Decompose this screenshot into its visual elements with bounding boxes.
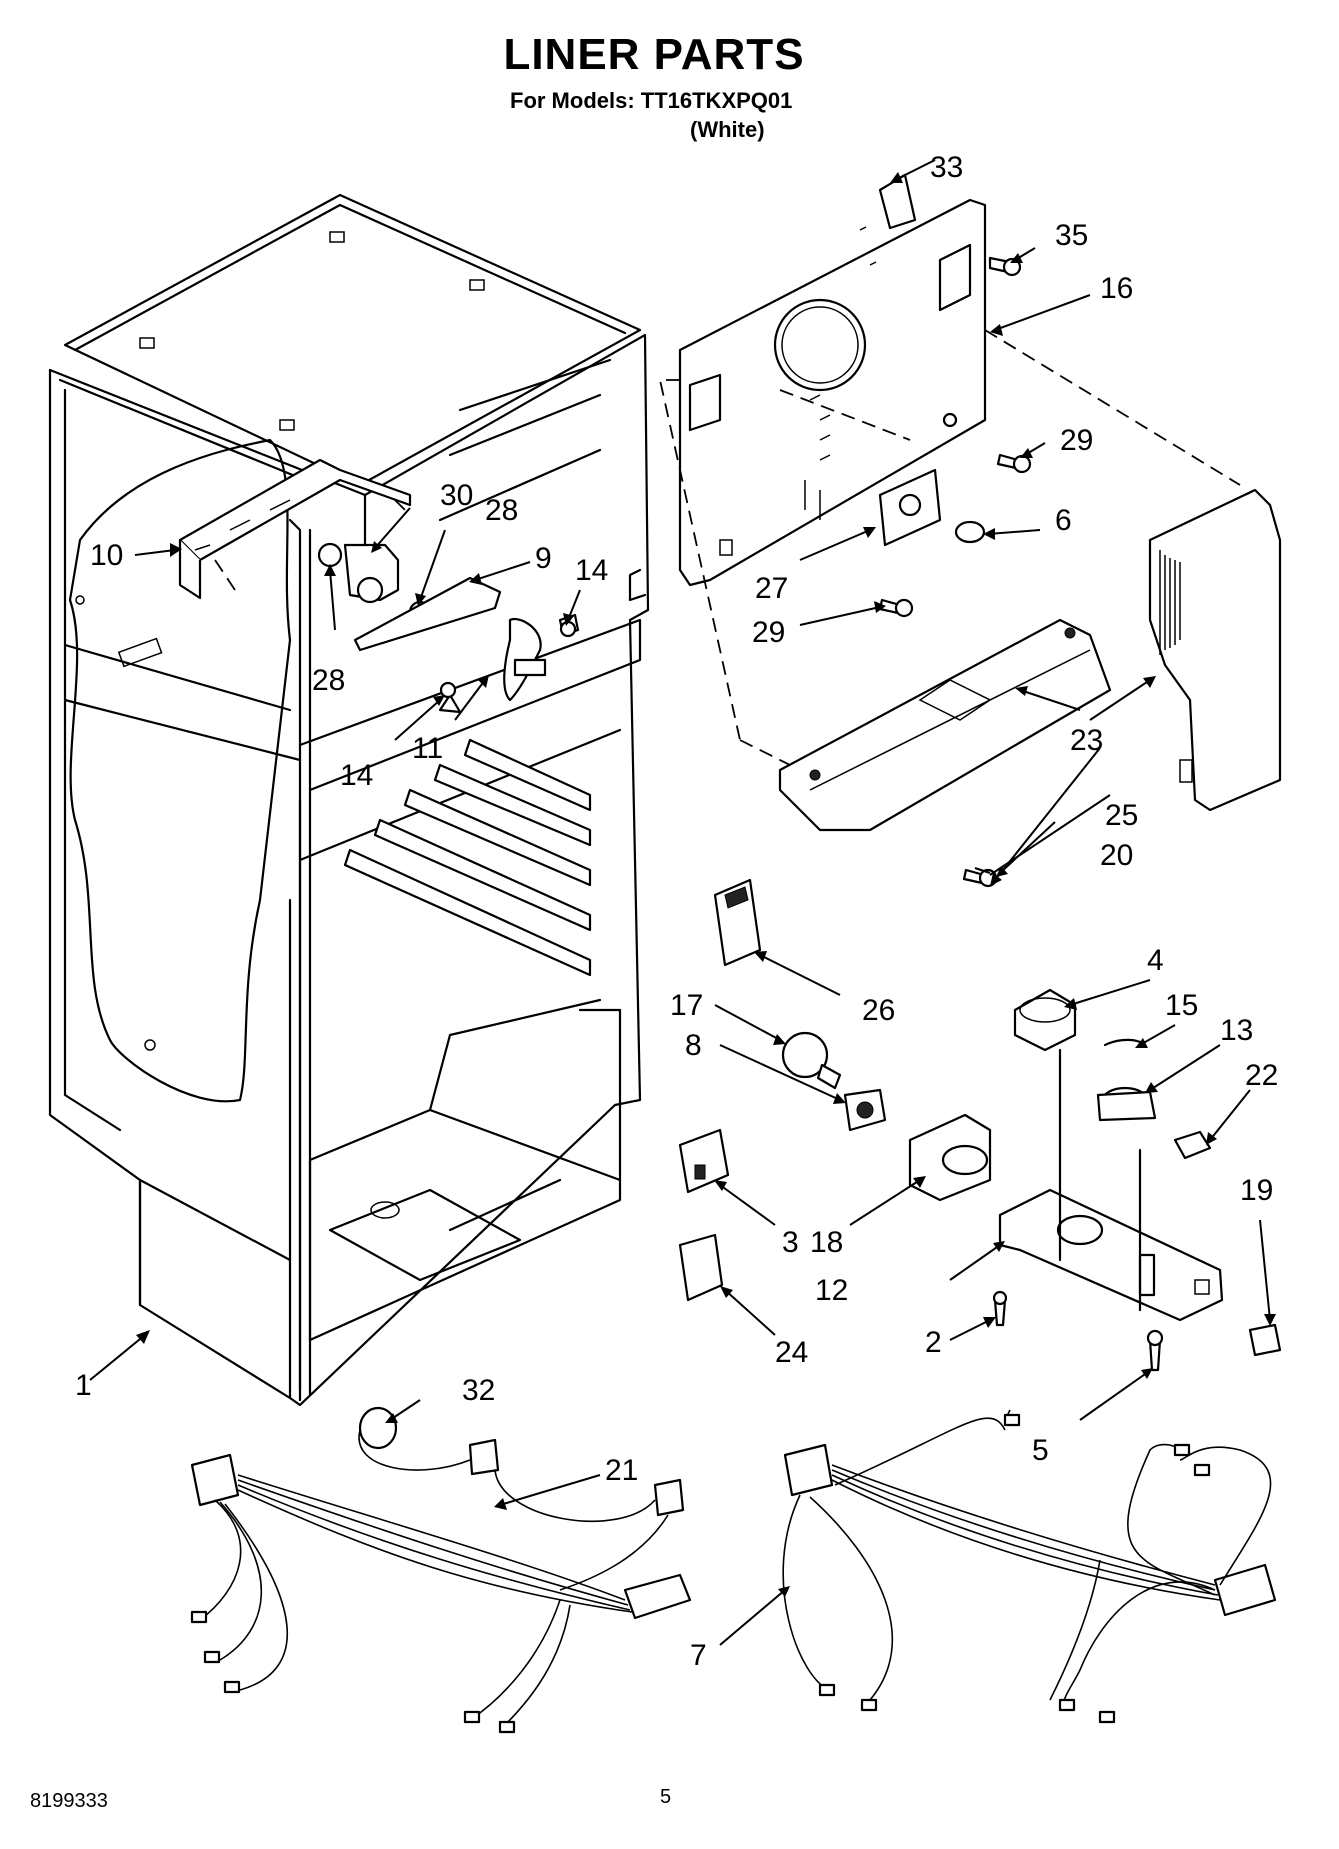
callout-10: 10 [90, 539, 123, 572]
callout-9: 9 [535, 542, 552, 575]
callout-26: 26 [862, 994, 895, 1027]
callout-25: 25 [1105, 799, 1138, 832]
callout-24: 24 [775, 1336, 808, 1369]
wire-harness-left [190, 1406, 692, 1734]
callout-28b: 28 [312, 664, 345, 697]
liner-cabinet [48, 193, 650, 1407]
callout-14b: 14 [340, 759, 373, 792]
callout-35: 35 [1055, 219, 1088, 252]
callout-15: 15 [1165, 989, 1198, 1022]
callout-33: 33 [930, 151, 963, 184]
wire-harness-right [782, 1409, 1277, 1724]
callout-5: 5 [1032, 1434, 1049, 1467]
callout-12: 12 [815, 1274, 848, 1307]
models-line: For Models: TT16TKXPQ01 [510, 88, 793, 113]
evaporator-cover [658, 173, 1241, 771]
callout-21: 21 [605, 1454, 638, 1487]
callout-22: 22 [1245, 1059, 1278, 1092]
freezer-control-bracket [178, 458, 580, 714]
callout-27: 27 [755, 572, 788, 605]
callout-11: 11 [412, 732, 443, 765]
callout-3: 3 [782, 1226, 799, 1259]
callout-16: 16 [1100, 272, 1133, 305]
callout-1: 1 [75, 1369, 92, 1402]
callout-7: 7 [690, 1639, 707, 1672]
callout-20: 20 [1100, 839, 1133, 872]
page-title: LINER PARTS [503, 30, 805, 79]
callout-2: 2 [925, 1326, 942, 1359]
page-number: 5 [660, 1786, 672, 1808]
air-diffuser [1148, 488, 1282, 812]
callout-23: 23 [1070, 724, 1103, 757]
electrical-parts [678, 878, 1282, 1372]
air-duct [778, 618, 1112, 875]
callout-14a: 14 [575, 554, 608, 587]
document-number: 8199333 [30, 1790, 108, 1812]
callout-19: 19 [1240, 1174, 1273, 1207]
callout-17: 17 [670, 989, 703, 1022]
color-line: (White) [690, 117, 765, 142]
callout-8: 8 [685, 1029, 702, 1062]
callout-leaders [89, 159, 1276, 1646]
callout-29b: 29 [752, 616, 785, 649]
callout-28a: 28 [485, 494, 518, 527]
callout-18: 18 [810, 1226, 843, 1259]
callout-30: 30 [440, 479, 473, 512]
callout-4: 4 [1147, 944, 1164, 977]
callout-13: 13 [1220, 1014, 1253, 1047]
shelves [343, 738, 592, 977]
callout-29a: 29 [1060, 424, 1093, 457]
callout-6: 6 [1055, 504, 1072, 537]
callout-numbers: 1 2 3 4 5 6 7 8 9 10 11 12 13 14 14 15 1… [75, 151, 1278, 1672]
callout-32: 32 [462, 1374, 495, 1407]
